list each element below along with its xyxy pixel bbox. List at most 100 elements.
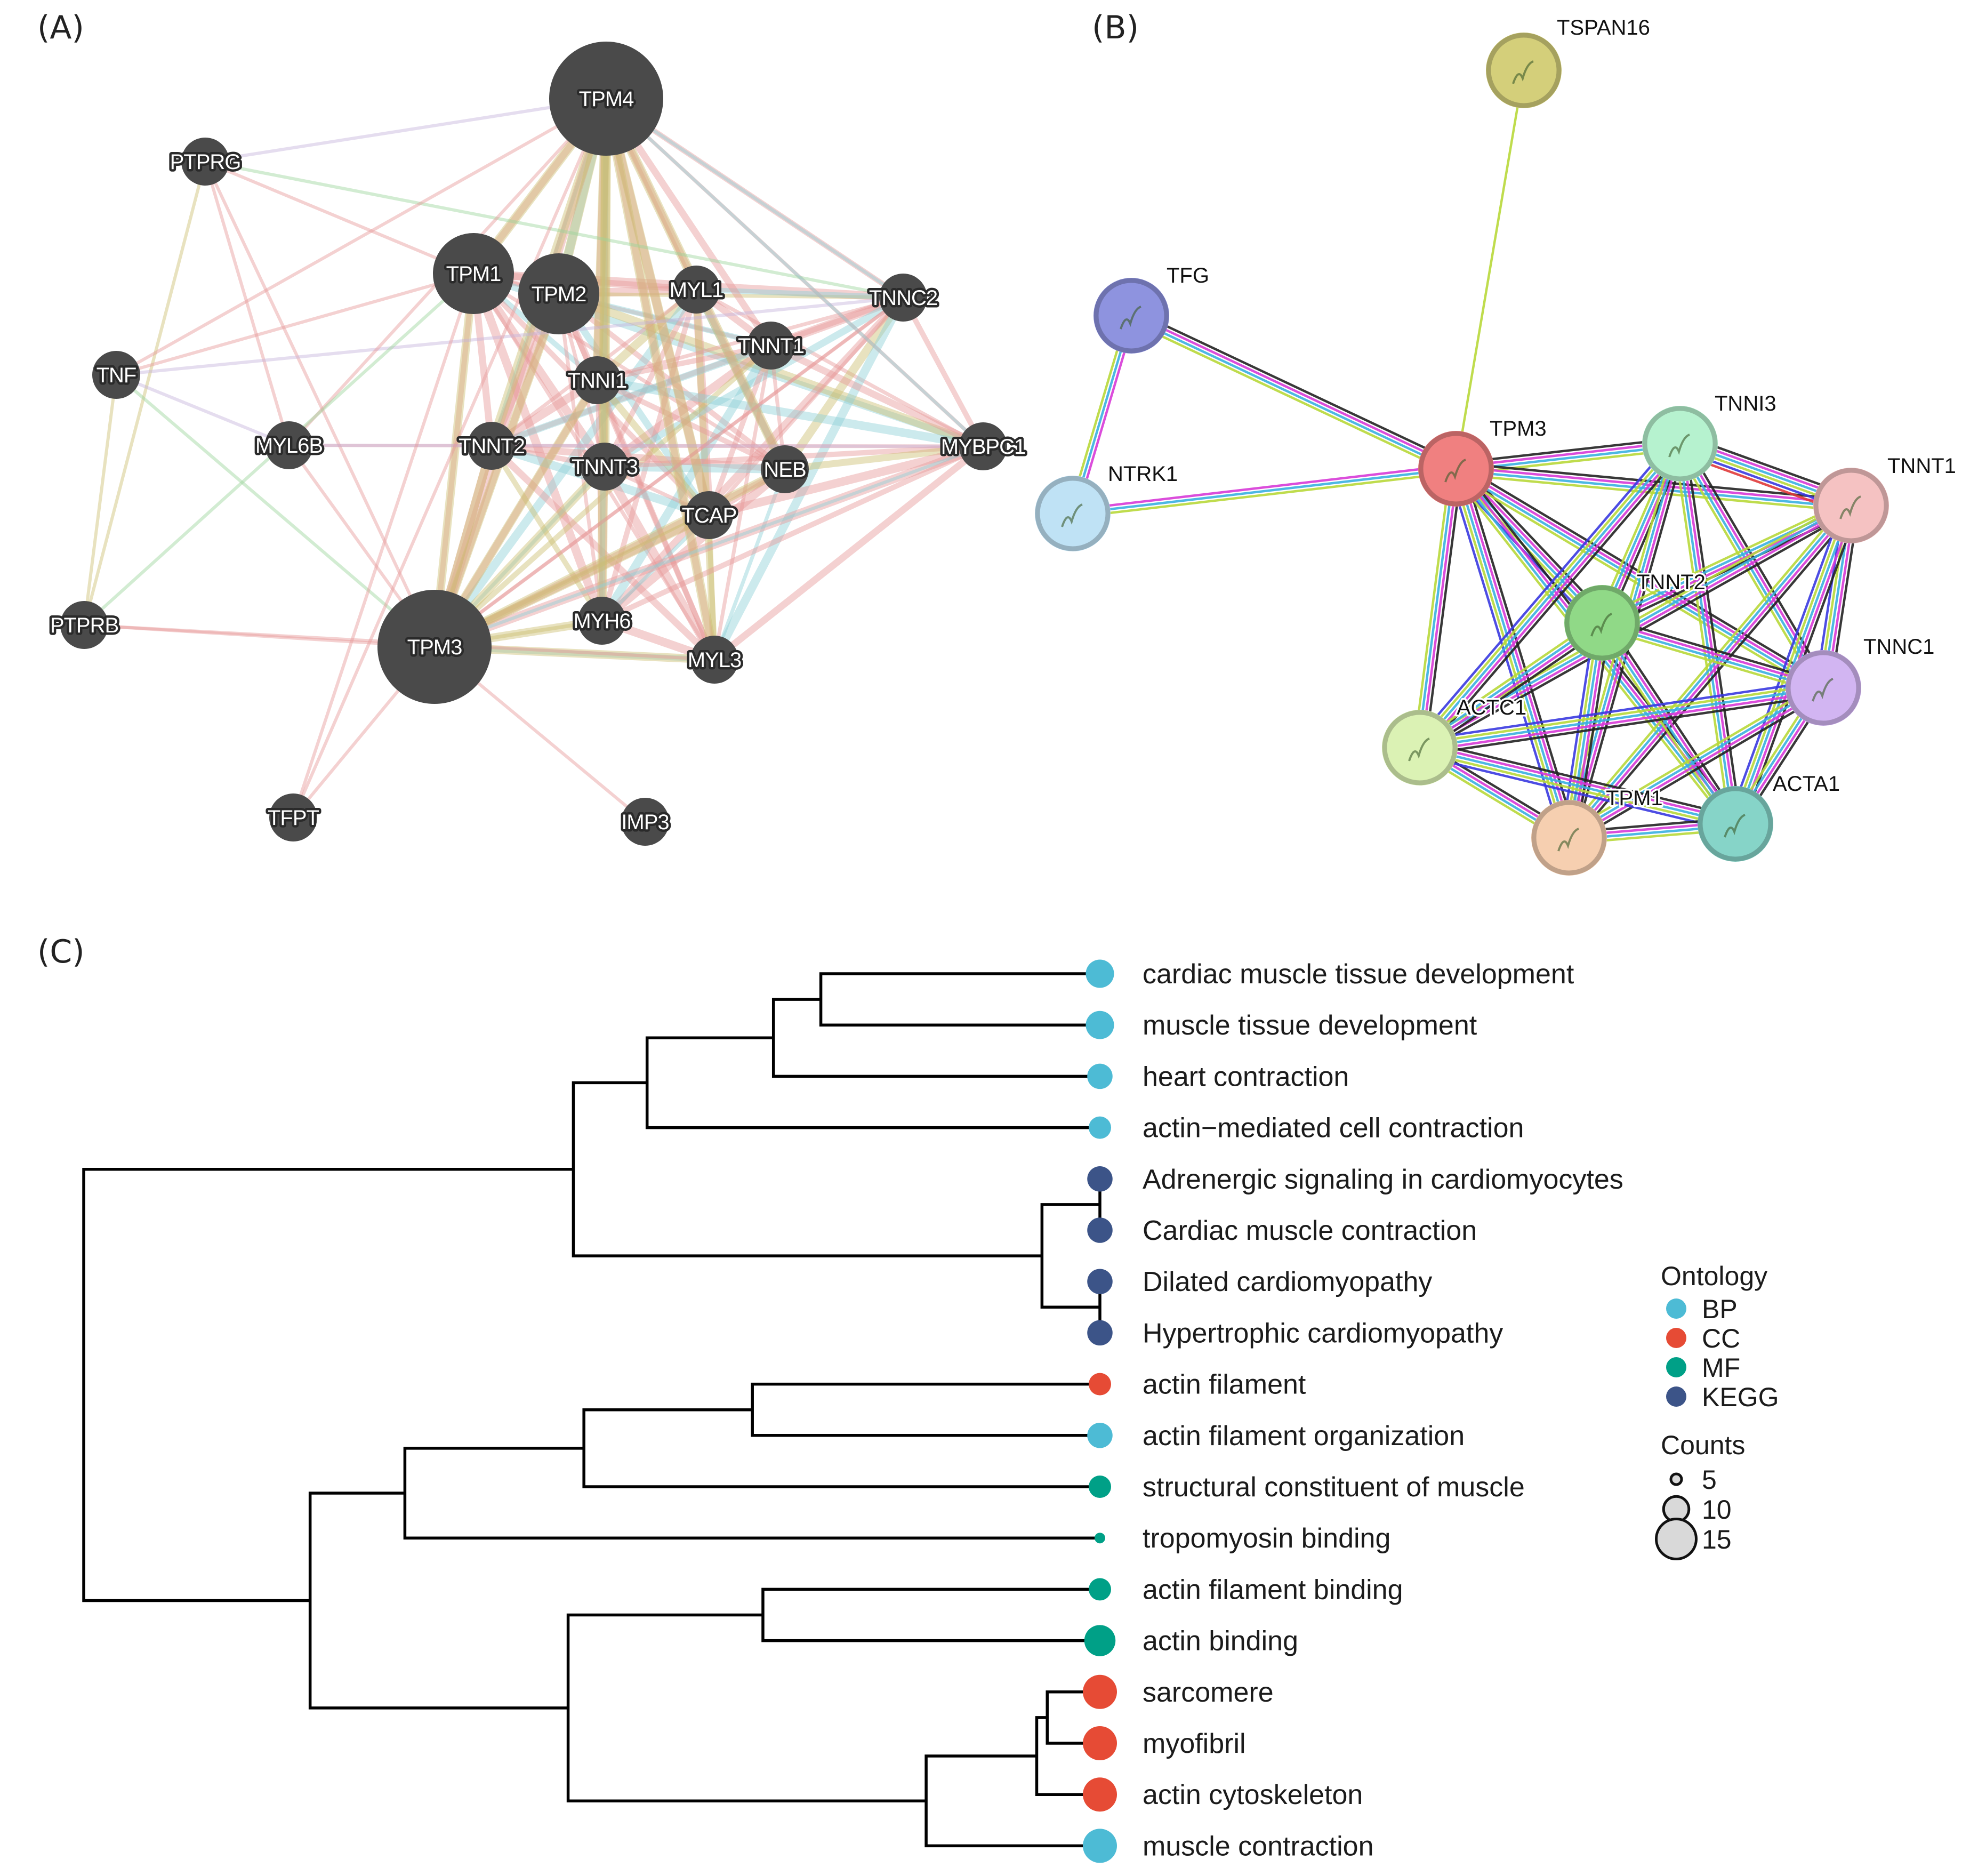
term-point-dilated-cardiomyopathy [1087, 1269, 1113, 1294]
string-edge-channel [1569, 506, 1854, 840]
edge-tnnc2-myh6 [599, 295, 906, 623]
edge-tnf-tpm4 [115, 97, 607, 376]
edge-tnnc2-myl3 [710, 295, 907, 662]
gm-node-tcap: TCAP [679, 491, 739, 539]
string-edge-channel [1456, 462, 1852, 501]
dendrogram-branch [761, 1588, 1100, 1642]
term-label-muscle-tissue-development: muscle tissue development [1143, 1010, 1477, 1041]
string-node-rim [1418, 431, 1494, 507]
edge-ptprg-ptprb [83, 161, 207, 626]
string-edge-tnni3-actc1 [1413, 438, 1687, 753]
edge-tnnt1-myl3 [712, 345, 773, 660]
string-node-rim [1698, 786, 1773, 862]
gm-node-label: TPM4 [579, 87, 634, 111]
string-node-ntrk1: NTRK1 [1035, 461, 1180, 551]
edge-myl1-neb [693, 288, 788, 471]
string-edge-channel [1420, 743, 1737, 822]
gm-node-label: TPM1 [446, 262, 501, 286]
gm-node-circle [518, 253, 599, 334]
string-edge-channel [1424, 447, 1687, 753]
legend-swatch-cc [1666, 1328, 1686, 1348]
edge-mybpc1-myh6 [600, 444, 985, 623]
edge-tnnt2-myl3 [489, 443, 717, 662]
string-edge-channel [1602, 620, 1824, 687]
term-label-actin-filament-organization: actin filament organization [1143, 1421, 1465, 1452]
legend-size-label-5: 5 [1702, 1465, 1717, 1495]
string-edge-channel [1419, 746, 1736, 825]
edge-tcap-tpm4 [602, 98, 713, 516]
string-edge-channel [1601, 623, 1823, 691]
string-edge-channel [1420, 690, 1824, 753]
edge-tpm1-tpm3 [432, 273, 476, 647]
edge-tpm4-tcap [601, 97, 714, 517]
term-label-myofibril: myofibril [1143, 1728, 1246, 1759]
protein-structure-icon [1668, 434, 1690, 458]
string-edge-channel [1420, 469, 1459, 748]
string-nodes: TSPAN16TFGNTRK1TPM3TNNI3TNNT1TNNT2TNNC1A… [1035, 14, 1958, 876]
gm-node-tfpt: TFPT [266, 793, 322, 841]
string-edge-channel [1424, 469, 1463, 749]
gm-node-tnni1: TNNI1 [565, 356, 630, 404]
protein-structure-icon [1724, 814, 1746, 838]
gm-node-label: TNNT2 [459, 435, 525, 458]
edge-tnni1-mybpc1 [596, 376, 984, 451]
gm-node-label: IMP3 [621, 811, 669, 834]
string-node-label: ACTC1 [1457, 696, 1526, 719]
string-node-circle [1813, 468, 1889, 543]
edge-tnf-tpm1 [116, 272, 474, 376]
protein-structure-icon [1512, 60, 1534, 84]
edge-tpm2-neb [557, 292, 787, 471]
edge-tpm4-mybpc1 [605, 97, 985, 448]
edge-tpm2-tpm3 [431, 292, 562, 648]
panel-c-label: (C) [37, 933, 85, 971]
gm-node-circle [60, 601, 108, 649]
term-point-sarcomere [1083, 1674, 1117, 1709]
term-point-actin-filament [1089, 1373, 1111, 1396]
gm-node-tnf: TNF [92, 351, 140, 399]
string-edge-channel [1734, 505, 1853, 824]
term-point-hypertrophic-cardiomyopathy [1087, 1320, 1113, 1346]
edge-myl6b-tnnt2 [288, 444, 492, 447]
edge-myl3-tpm4 [602, 98, 718, 661]
edge-tnnt1-tnnt2 [490, 342, 773, 450]
term-point-adrenergic-signaling-in-cardiomyocytes [1087, 1166, 1113, 1192]
string-edge-channel [1677, 444, 1735, 824]
edge-tnnc2-tcap [707, 296, 905, 517]
string-edge-tnnt2-tnnc1 [1600, 616, 1826, 695]
string-edge-channel [1572, 508, 1856, 843]
edge-tnf-ptprb [83, 374, 118, 626]
gm-node-label: MYL1 [670, 278, 723, 302]
string-network: TSPAN16TFGNTRK1TPM3TNNI3TNNT1TNNT2TNNC1A… [1035, 14, 1958, 876]
gm-node-tpm4: TPM4 [549, 42, 663, 156]
gm-node-label: TCAP [682, 504, 737, 527]
gm-node-circle [581, 443, 629, 491]
edge-tpm3-tpm2 [430, 292, 563, 648]
legend-label-cc: CC [1702, 1324, 1740, 1353]
term-point-actin-filament-organization [1087, 1423, 1113, 1448]
term-point-actin-cytoskeleton [1083, 1777, 1117, 1812]
gm-node-tnnt2: TNNT2 [456, 422, 527, 470]
string-edge-channel [1603, 621, 1738, 824]
edge-mybpc1-myl3 [712, 443, 986, 663]
gm-node-circle [959, 422, 1007, 470]
term-point-cardiac-muscle-tissue-development [1086, 959, 1114, 988]
protein-structure-icon [1812, 678, 1834, 702]
protein-structure-icon [1061, 503, 1083, 527]
legend-size-5 [1669, 1472, 1683, 1486]
gm-node-tpm2: TPM2 [518, 253, 599, 334]
gm-node-label: MYH6 [573, 610, 630, 633]
dendrogram-branch [819, 972, 1100, 1027]
term-label-tropomyosin-binding: tropomyosin binding [1143, 1523, 1390, 1554]
string-edge-ntrk1-tpm3 [1072, 463, 1457, 519]
string-node-circle [1093, 278, 1169, 354]
string-edge-channel [1566, 503, 1851, 838]
term-label-actin-mediated-cell-contraction: actin−mediated cell contraction [1143, 1113, 1524, 1144]
string-node-label: TNNT2 [1637, 571, 1706, 594]
edge-tfpt-tpm4 [292, 98, 608, 819]
term-label-dilated-cardiomyopathy: Dilated cardiomyopathy [1143, 1266, 1432, 1297]
string-node-tpm3: TPM3 [1418, 415, 1548, 507]
term-points [1083, 959, 1117, 1863]
edge-tnf-tpm3 [115, 373, 436, 648]
edge-tcap-myl3 [706, 515, 717, 660]
